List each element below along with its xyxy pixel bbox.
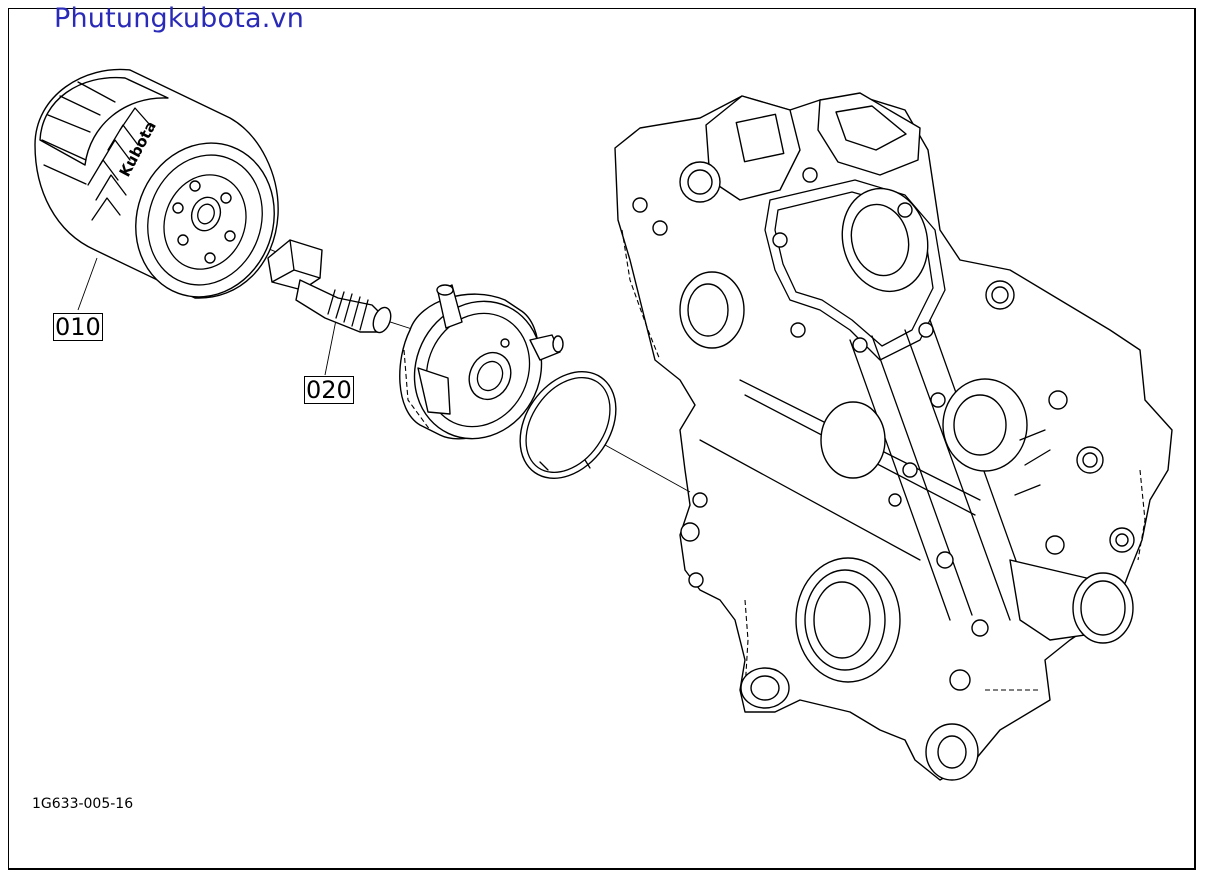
oil-filter-cartridge [34, 68, 279, 299]
gear-case-housing [614, 92, 1173, 781]
oil-filter-fitting [267, 239, 392, 334]
diagram-reference-code: 1G633-005-16 [32, 796, 134, 812]
site-watermark: Phutungkubota.vn [54, 3, 305, 34]
oil-cooler-plate [399, 284, 564, 440]
callout-010[interactable]: 010 [53, 313, 103, 341]
callout-020[interactable]: 020 [304, 376, 354, 404]
diagram-frame [8, 8, 1196, 870]
o-ring-gasket [519, 371, 617, 479]
